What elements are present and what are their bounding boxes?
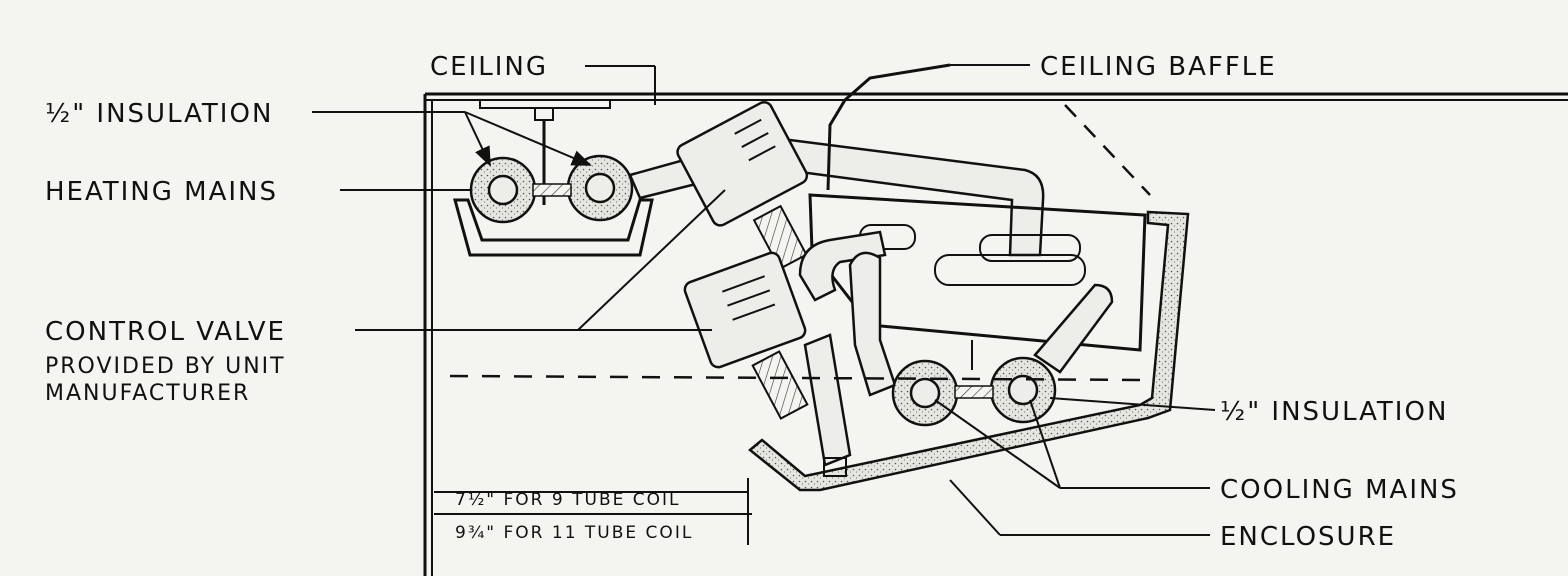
heating-coupling [532, 183, 572, 197]
label-ceiling: CEILING [430, 52, 548, 82]
leader-insulation-left [312, 111, 592, 167]
label-control-valve: CONTROL VALVE [45, 317, 286, 347]
heating-support-tray [453, 198, 654, 257]
coil-dashed-line [449, 374, 1151, 382]
label-11-tube-coil: 9¾" FOR 11 TUBE COIL [455, 523, 693, 543]
leader-control-valve [355, 189, 726, 331]
cooling-coupling [954, 385, 994, 399]
valve-stem-upper [752, 204, 808, 271]
cooling-main-right [989, 356, 1057, 424]
label-cooling-mains: COOLING MAINS [1220, 475, 1459, 505]
ceiling-line [425, 92, 1568, 101]
dimension-9-tube [434, 478, 749, 545]
enclosure-foot [823, 457, 847, 477]
label-enclosure: ENCLOSURE [1220, 522, 1396, 552]
wall-line [423, 94, 433, 576]
ceiling-baffle [826, 63, 951, 191]
leader-insulation-right [1049, 397, 1216, 411]
label-ceiling-baffle: CEILING BAFFLE [1040, 52, 1277, 82]
label-insulation-left: ½" INSULATION [45, 99, 273, 129]
riser-pipe-3 [803, 333, 852, 467]
label-heating-mains: HEATING MAINS [45, 177, 278, 207]
label-9-tube-coil: 7½" FOR 9 TUBE COIL [455, 490, 680, 510]
leader-enclosure [949, 479, 1210, 536]
label-manufacturer: MANUFACTURER [45, 381, 250, 406]
control-valve-upper [676, 101, 809, 227]
riser-pipe-2 [848, 251, 897, 397]
control-valve-lower [683, 251, 807, 369]
valve-stem-lower [751, 350, 809, 420]
label-provided-by-unit: PROVIDED BY UNIT [45, 354, 286, 379]
heating-main-left [469, 156, 537, 224]
label-insulation-right: ½" INSULATION [1220, 397, 1448, 427]
enclosure-body [748, 210, 1190, 492]
baffle-sweep-line [1064, 104, 1151, 196]
cooling-main-left [891, 359, 959, 427]
leader-ceiling [585, 65, 656, 105]
heating-main-right [566, 154, 634, 222]
riser-pipe-4 [1033, 283, 1114, 374]
leader-cooling-mains [934, 399, 1210, 489]
